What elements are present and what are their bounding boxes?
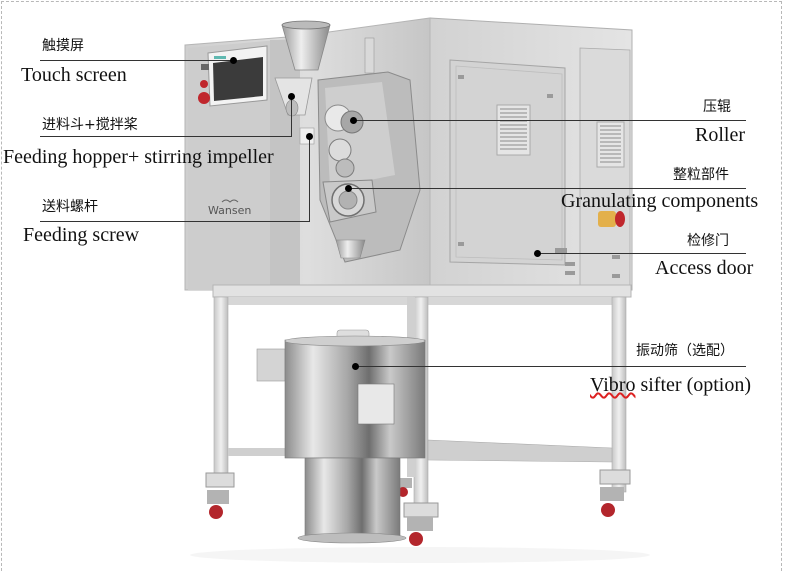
brand-logo: Wansen bbox=[208, 204, 251, 217]
leader-line-feeding-hopper bbox=[40, 136, 292, 137]
callout-granulating-cn: 整粒部件 bbox=[673, 167, 729, 183]
callout-touch-screen-en: Touch screen bbox=[21, 64, 127, 86]
callout-dot-feeding-hopper bbox=[288, 93, 295, 100]
callout-feeding-screw-en: Feeding screw bbox=[23, 224, 140, 246]
leader-line-roller bbox=[353, 120, 746, 121]
callout-dot-access-door bbox=[534, 250, 541, 257]
callout-feeding-hopper-en: Feeding hopper+ stirring impeller bbox=[3, 146, 274, 168]
callout-dot-touch-screen bbox=[230, 57, 237, 64]
callout-roller-en: Roller bbox=[695, 124, 745, 146]
callout-dot-granulating bbox=[345, 185, 352, 192]
callout-dot-feeding-screw bbox=[306, 133, 313, 140]
callout-feeding-hopper-cn: 进料斗+搅拌桨 bbox=[42, 117, 138, 133]
leader-line-granulating bbox=[348, 188, 746, 189]
leader-line-vibro-sifter bbox=[355, 366, 746, 367]
callout-access-door-cn: 检修门 bbox=[687, 233, 729, 249]
callout-vibro-sifter-cn: 振动筛（选配） bbox=[636, 343, 734, 359]
leader-line-touch-screen bbox=[40, 60, 233, 61]
callout-access-door-en: Access door bbox=[655, 257, 754, 279]
casters bbox=[205, 469, 631, 546]
leader-line-feeding-screw bbox=[40, 221, 310, 222]
spellcheck-underlined-word: Vibro bbox=[590, 374, 636, 396]
callout-dot-vibro-sifter bbox=[352, 363, 359, 370]
leader-line-access-door bbox=[537, 253, 746, 254]
callout-dot-roller bbox=[350, 117, 357, 124]
callout-vibro-sifter-en: Vibro sifter (option) bbox=[590, 374, 751, 396]
callout-granulating-en: Granulating components bbox=[561, 190, 759, 212]
callout-touch-screen-cn: 触摸屏 bbox=[42, 38, 84, 54]
callout-roller-cn: 压辊 bbox=[703, 99, 731, 115]
callout-feeding-screw-cn: 送料螺杆 bbox=[42, 199, 98, 215]
leader-line-feeding-hopper-vertical bbox=[291, 97, 292, 137]
leader-line-feeding-screw-vertical bbox=[309, 137, 310, 222]
